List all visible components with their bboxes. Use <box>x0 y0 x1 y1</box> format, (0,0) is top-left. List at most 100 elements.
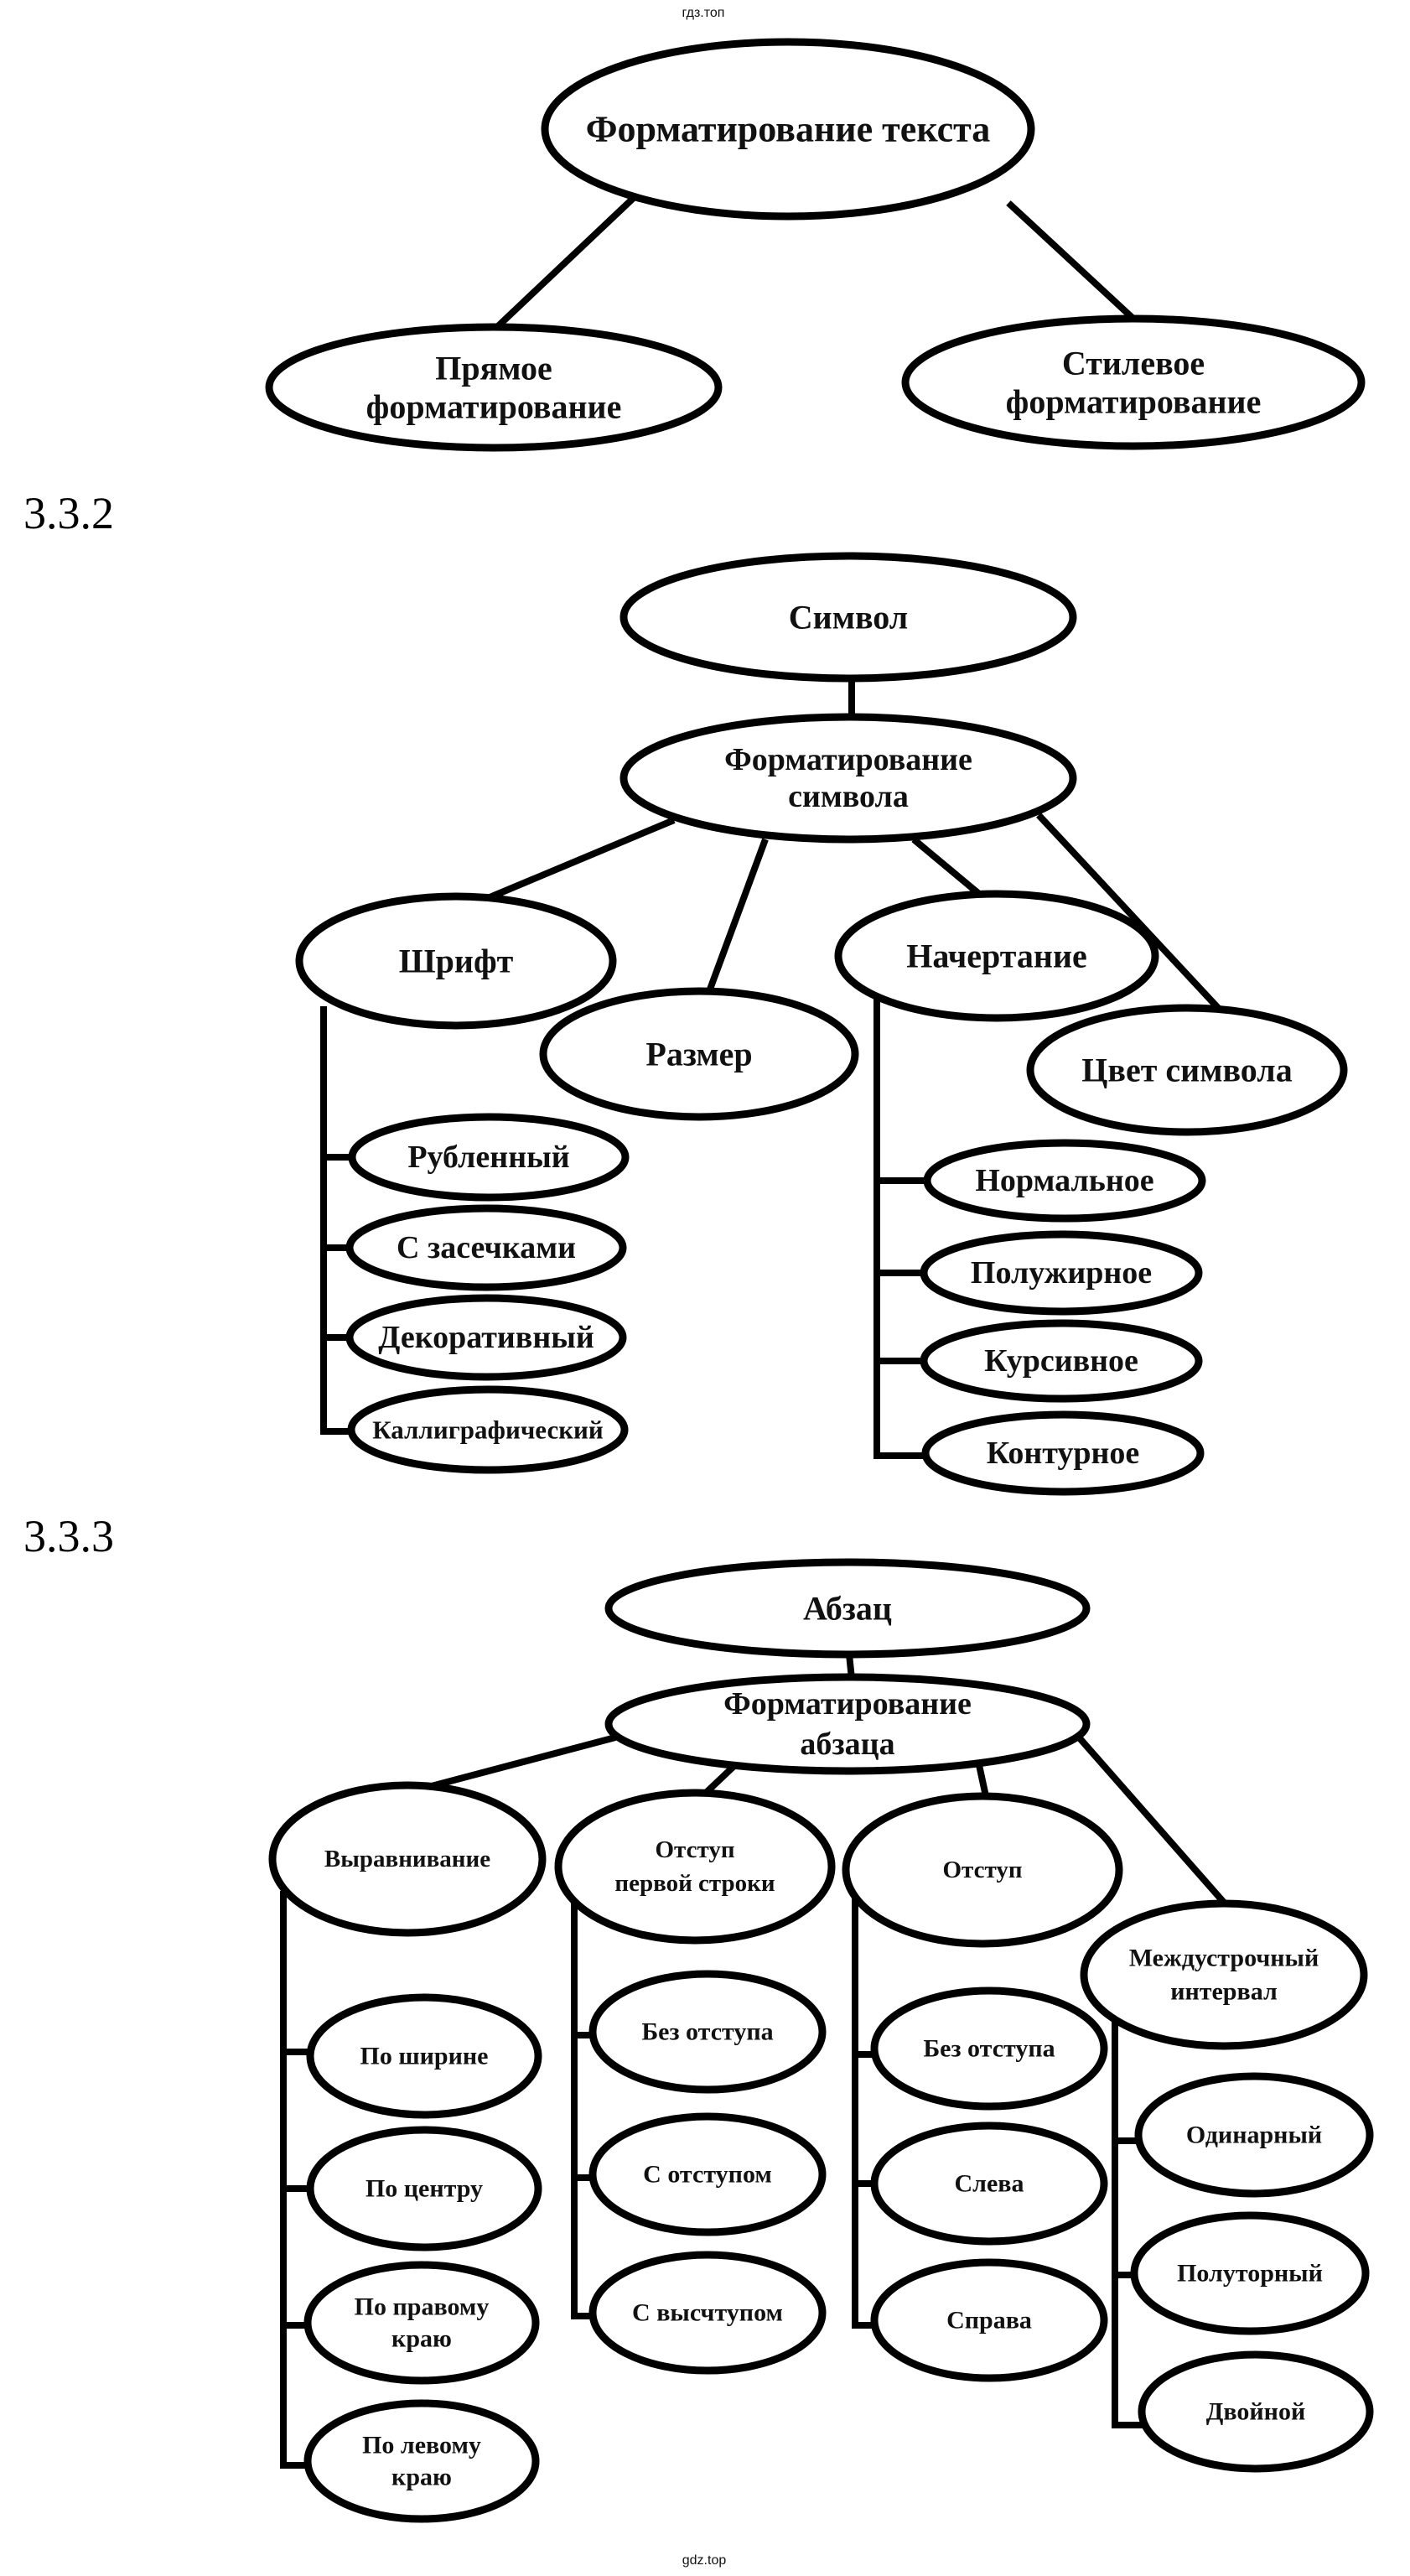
node-ellipse <box>834 890 1159 1022</box>
node-label: С высчтупом <box>632 2299 783 2327</box>
node-text-fmt: Форматирование текста <box>541 38 1035 221</box>
node-center: По центру <box>306 2126 542 2251</box>
node-ellipse <box>295 892 617 1030</box>
node-ellipse <box>306 2126 542 2251</box>
edge-symbol_fmt-to-font <box>486 817 676 901</box>
node-ellipse <box>619 552 1077 683</box>
node-ellipse <box>303 2261 540 2385</box>
node-fi-indent: С отступом <box>588 2112 827 2236</box>
node-label: Двойной <box>1206 2398 1306 2426</box>
node-label: Символ <box>789 599 908 636</box>
node-label: Междустрочный <box>1129 1945 1319 1972</box>
node-label: Контурное <box>987 1436 1140 1471</box>
node-fi-none: Без отступа <box>588 1970 827 2094</box>
node-ellipse <box>588 2251 827 2375</box>
node-ellipse <box>588 1970 827 2094</box>
node-label: Выравнивание <box>324 1846 490 1872</box>
node-label: Нормальное <box>975 1163 1153 1198</box>
node-sans: Рубленный <box>348 1113 630 1202</box>
node-ellipse <box>345 1204 627 1291</box>
node-typeface: Начертание <box>834 890 1159 1022</box>
node-label: Одинарный <box>1186 2122 1322 2149</box>
node-serif: С засечками <box>345 1204 627 1291</box>
edge-symbol_fmt-to-color <box>1036 813 1221 1011</box>
node-spacing: Междустрочный интервал <box>1080 1899 1368 2050</box>
node-right: По правому краю <box>303 2261 540 2385</box>
node-ellipse <box>1138 2350 1374 2473</box>
node-label: символа <box>788 779 909 814</box>
node-ellipse <box>619 713 1077 844</box>
edge-symbol_fmt-to-size <box>705 838 769 995</box>
node-paragraph: Абзац <box>604 1558 1091 1659</box>
node-in-none: Без отступа <box>870 1987 1108 2111</box>
watermark-top: гдз.топ <box>682 6 725 20</box>
node-single: Одинарный <box>1134 2072 1374 2198</box>
node-label: первой строки <box>614 1870 775 1897</box>
node-ellipse <box>588 2112 827 2236</box>
node-size: Размер <box>539 987 859 1121</box>
node-ellipse <box>901 314 1366 450</box>
node-label: По левому <box>362 2432 481 2459</box>
node-label: Абзац <box>803 1590 892 1628</box>
node-fi-hanging: С высчтупом <box>588 2251 827 2375</box>
node-color: Цвет символа <box>1026 1004 1348 1136</box>
node-ellipse <box>345 1294 627 1381</box>
node-symbol: Символ <box>619 552 1077 683</box>
node-bold: Полужирное <box>920 1230 1203 1316</box>
nodes-layer: Форматирование текстаПрямоеформатировани… <box>265 38 1374 2523</box>
node-label: С отступом <box>643 2161 772 2189</box>
node-label: Цвет символа <box>1081 1052 1292 1089</box>
watermark-bottom: gdz.top <box>682 2553 727 2568</box>
node-ellipse <box>1130 2211 1370 2335</box>
node-in-left: Слева <box>870 2122 1108 2246</box>
node-ellipse <box>870 1987 1108 2111</box>
node-calligraphic: Каллиграфический <box>347 1385 629 1474</box>
node-label: Полужирное <box>971 1255 1152 1291</box>
node-font: Шрифт <box>295 892 617 1030</box>
node-ellipse <box>265 323 723 452</box>
node-ellipse <box>554 1789 836 1945</box>
node-ellipse <box>1134 2072 1374 2198</box>
node-ellipse <box>303 2399 540 2523</box>
node-label: По центру <box>365 2175 483 2203</box>
node-ellipse <box>539 987 859 1121</box>
node-label: краю <box>391 2325 452 2353</box>
node-ellipse <box>920 1319 1203 1403</box>
node-label: Рубленный <box>407 1140 569 1175</box>
node-label: Форматирование текста <box>586 109 991 150</box>
node-double: Двойной <box>1138 2350 1374 2473</box>
edge-paragraph_fmt-to-spacing <box>1076 1736 1229 1907</box>
node-label: Без отступа <box>641 2018 773 2046</box>
node-justify: По ширине <box>306 1993 542 2119</box>
node-alignment: Выравнивание <box>268 1781 547 1937</box>
node-label: интервал <box>1170 1978 1278 2006</box>
node-label: С засечками <box>397 1230 576 1265</box>
edge-text_fmt-to-style <box>1006 200 1136 321</box>
edge-paragraph_fmt-to-indent <box>976 1764 989 1797</box>
node-ellipse <box>1026 1004 1348 1136</box>
node-label: Без отступа <box>923 2035 1055 2063</box>
node-ellipse <box>921 1410 1205 1496</box>
node-label: По правому <box>355 2293 490 2321</box>
node-italic: Курсивное <box>920 1319 1203 1403</box>
node-ellipse <box>604 1673 1091 1775</box>
node-first-indent: Отступ первой строки <box>554 1789 836 1945</box>
node-ellipse <box>870 2122 1108 2246</box>
node-left: По левому краю <box>303 2399 540 2523</box>
node-ellipse <box>348 1113 630 1202</box>
section-label-3-3-3: 3.3.3 <box>23 1511 114 1561</box>
section-label-3-3-2: 3.3.2 <box>23 488 114 538</box>
node-label: Стилевое <box>1062 345 1205 382</box>
node-label: форматирование <box>366 388 622 426</box>
node-label: Декоративный <box>378 1320 594 1355</box>
node-ellipse <box>306 1993 542 2119</box>
node-label: краю <box>391 2464 452 2491</box>
node-label: Полуторный <box>1177 2260 1323 2288</box>
node-label: Отступ <box>655 1836 734 1863</box>
node-decorative: Декоративный <box>345 1294 627 1381</box>
node-ellipse <box>920 1230 1203 1316</box>
